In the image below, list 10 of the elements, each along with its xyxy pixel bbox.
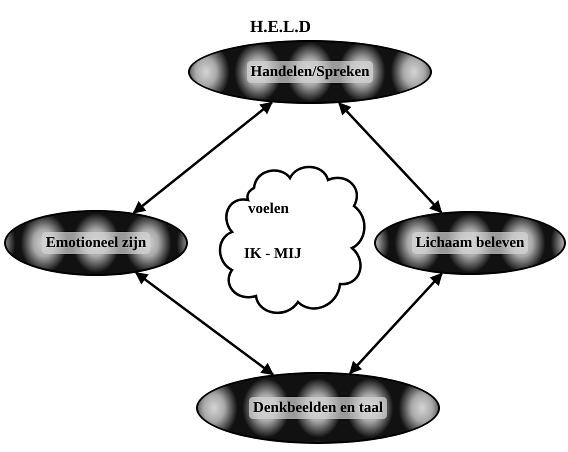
ellipse-label: Denkbeelden en taal <box>248 396 387 420</box>
ellipse-label: Emotioneel zijn <box>42 232 150 254</box>
ellipse-label: Lichaam beleven <box>412 232 528 254</box>
double-arrow <box>338 102 442 214</box>
ellipse-label: Handelen/Spreken <box>246 60 374 84</box>
cloud-text: voelen <box>248 200 290 219</box>
double-arrow <box>132 101 273 214</box>
double-arrow <box>349 272 443 374</box>
cloud-text: IK - MIJ <box>244 244 302 264</box>
diagram-heading: H.E.L.D <box>250 18 311 35</box>
